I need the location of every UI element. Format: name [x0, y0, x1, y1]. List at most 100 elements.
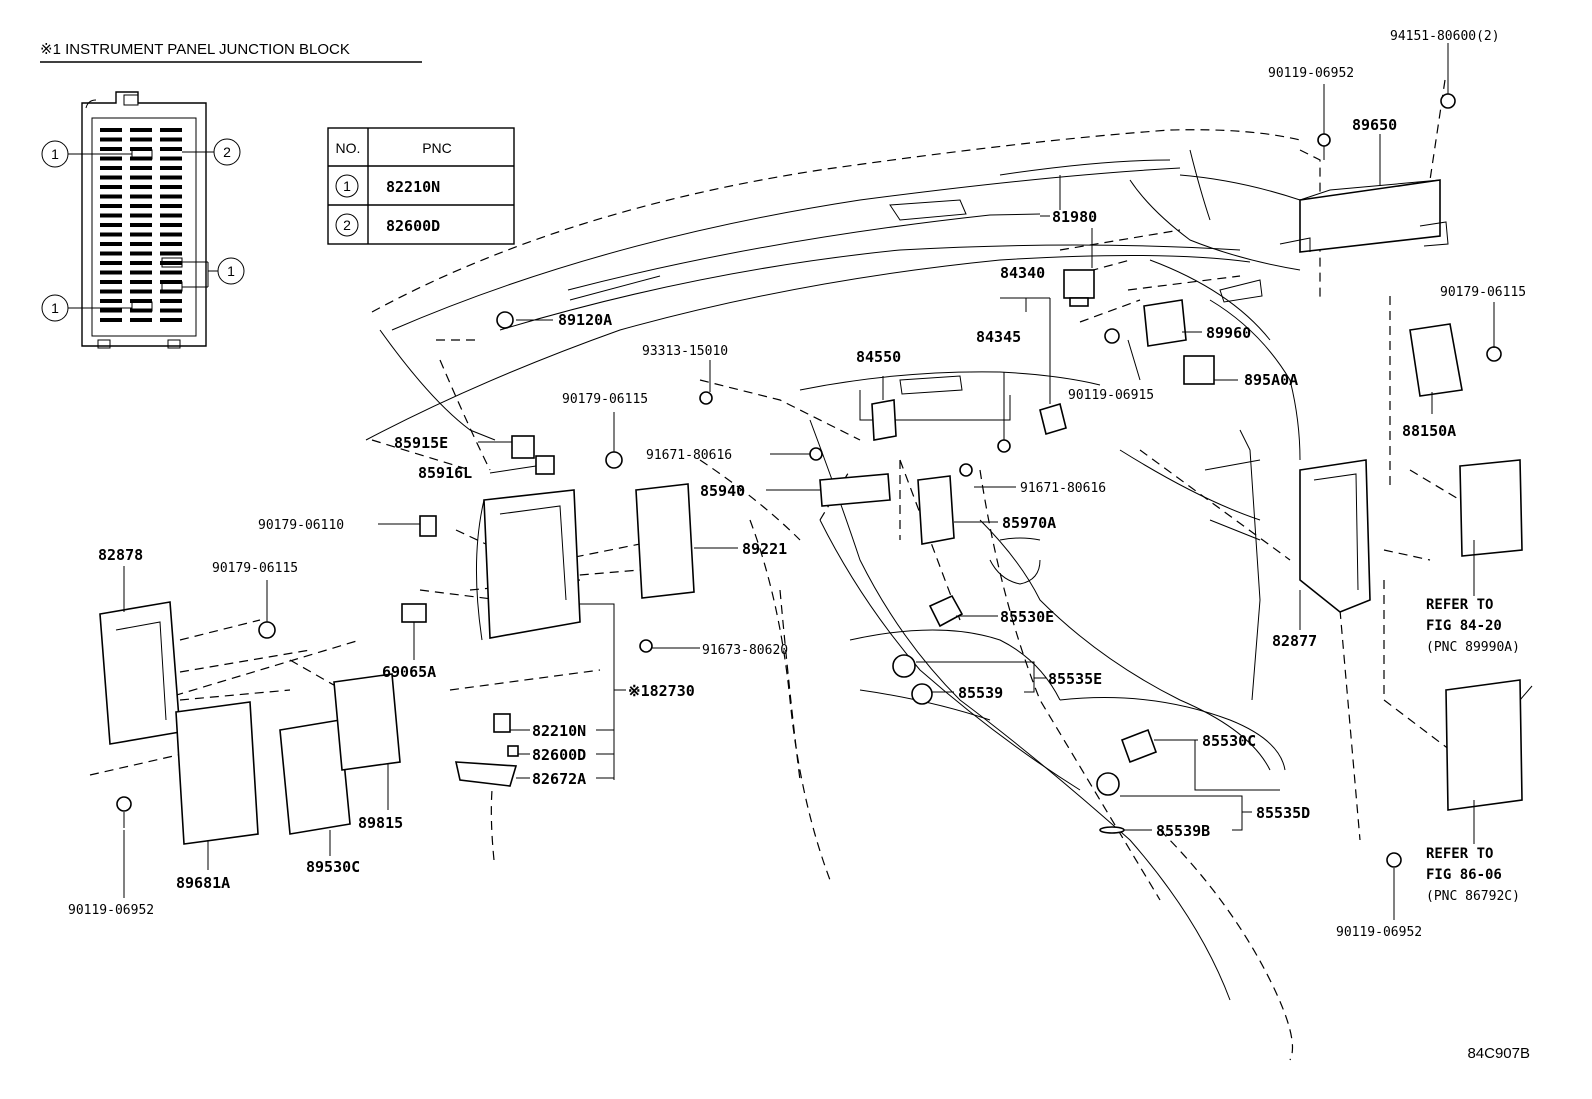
fuse-slot: [160, 308, 182, 313]
label-85916L: 85916L: [418, 464, 472, 482]
fuse-slot: [160, 261, 182, 265]
fuse-slot: [100, 289, 122, 294]
fuse-slot: [130, 147, 152, 151]
label-91671-80616-b: 91671-80616: [1020, 481, 1106, 496]
fuse-slot: [130, 175, 152, 180]
table-row-1-pnc: 82210N: [386, 178, 440, 196]
fuse-slot: [160, 251, 182, 256]
fuse-slot: [130, 261, 152, 265]
fuse-slot: [130, 251, 152, 256]
fuse-slot: [100, 185, 122, 189]
label-182730: ※182730: [628, 682, 695, 700]
label-93313-15010: 93313-15010: [642, 344, 728, 359]
label-82878: 82878: [98, 546, 143, 564]
fuse-slot: [130, 289, 152, 294]
refer-2-line3: (PNC 86792C): [1426, 889, 1520, 904]
fuse-slot: [130, 270, 152, 275]
fuse-slot: [100, 270, 122, 275]
refer-1-line2: FIG 84-20: [1426, 618, 1502, 634]
fuse-slot: [130, 299, 152, 303]
fuse-slot: [100, 166, 122, 170]
fuse-slot: [160, 166, 182, 170]
label-85915E: 85915E: [394, 434, 448, 452]
label-88150A: 88150A: [1402, 422, 1456, 440]
fuse-slot: [100, 156, 122, 161]
fuse-slot: [130, 232, 152, 237]
marker-2: 2: [223, 144, 231, 160]
table-row-2-pnc: 82600D: [386, 217, 440, 235]
label-85970A: 85970A: [1002, 514, 1056, 532]
junction-block-illustration: [81, 91, 207, 349]
refer-2-line2: FIG 86-06: [1426, 867, 1502, 883]
label-89120A: 89120A: [558, 311, 612, 329]
refer-note-86792C: REFER TO FIG 86-06 (PNC 86792C): [1426, 846, 1520, 904]
label-85539: 85539: [958, 684, 1003, 702]
marker-1-top: 1: [51, 146, 59, 162]
figure-code: 84C907B: [1467, 1045, 1530, 1062]
refer-2-line1: REFER TO: [1426, 846, 1493, 862]
label-91673-80620: 91673-80620: [702, 643, 788, 658]
fuse-slot: [130, 318, 152, 322]
marker-1-bottom: 1: [51, 300, 59, 316]
label-69065A: 69065A: [382, 663, 436, 681]
label-90179-06115-mid: 90179-06115: [562, 392, 648, 407]
fuse-slot: [160, 175, 182, 180]
fuse-slot: [160, 137, 182, 142]
fuse-slot: [160, 270, 182, 275]
leader-lines: [123, 43, 1495, 920]
label-90119-06915: 90119-06915: [1068, 388, 1154, 403]
fuse-slot: [160, 318, 182, 322]
label-85535D: 85535D: [1256, 804, 1310, 822]
junction-block-markers: 1 2 1 1: [41, 138, 245, 322]
marker-1-right: 1: [227, 263, 235, 279]
fuse-slot: [160, 242, 182, 246]
fuse-slot: [160, 147, 182, 151]
label-89221: 89221: [742, 540, 787, 558]
fuse-slot: [160, 194, 182, 199]
fuse-slot: [100, 251, 122, 256]
label-89960: 89960: [1206, 324, 1251, 342]
fuse-slot: [160, 204, 182, 208]
diagram-title: ※1 INSTRUMENT PANEL JUNCTION BLOCK: [40, 41, 350, 58]
label-90119-06952-top: 90119-06952: [1268, 66, 1354, 81]
fuse-slot: [130, 242, 152, 246]
fuse-slot: [130, 194, 152, 199]
label-84550: 84550: [856, 348, 901, 366]
fuse-slot: [130, 128, 152, 132]
label-94151-80600: 94151-80600(2): [1390, 29, 1500, 44]
fuse-slot: [100, 213, 122, 218]
label-82600D: 82600D: [532, 746, 586, 764]
label-85539B: 85539B: [1156, 822, 1210, 840]
label-85530C: 85530C: [1202, 732, 1256, 750]
fuse-slot: [100, 137, 122, 142]
label-90179-06110: 90179-06110: [258, 518, 344, 533]
fuse-slot: [130, 185, 152, 189]
label-90179-06115-left: 90179-06115: [212, 561, 298, 576]
fuse-slot: [130, 137, 152, 142]
table-header-no: NO.: [336, 140, 361, 156]
label-90119-06952-right: 90119-06952: [1336, 925, 1422, 940]
label-84340: 84340: [1000, 264, 1045, 282]
table-header-pnc: PNC: [422, 140, 452, 156]
fuse-slot: [100, 308, 122, 313]
fuse-slot: [100, 318, 122, 322]
fuse-slot: [100, 280, 122, 284]
fuse-slot: [100, 299, 122, 303]
label-91671-80616-a: 91671-80616: [646, 448, 732, 463]
refer-1-line3: (PNC 89990A): [1426, 640, 1520, 655]
label-82672A: 82672A: [532, 770, 586, 788]
refer-1-line1: REFER TO: [1426, 597, 1493, 613]
fuse-slot: [100, 223, 122, 227]
fuse-slot: [100, 147, 122, 151]
label-89530C: 89530C: [306, 858, 360, 876]
fuse-slot: [160, 128, 182, 132]
fuse-slot: [160, 156, 182, 161]
fuse-slot: [100, 261, 122, 265]
label-89650: 89650: [1352, 116, 1397, 134]
label-84345: 84345: [976, 328, 1021, 346]
fuse-slot: [130, 204, 152, 208]
fuse-slot: [130, 166, 152, 170]
label-85535E: 85535E: [1048, 670, 1102, 688]
fuse-slot: [100, 242, 122, 246]
